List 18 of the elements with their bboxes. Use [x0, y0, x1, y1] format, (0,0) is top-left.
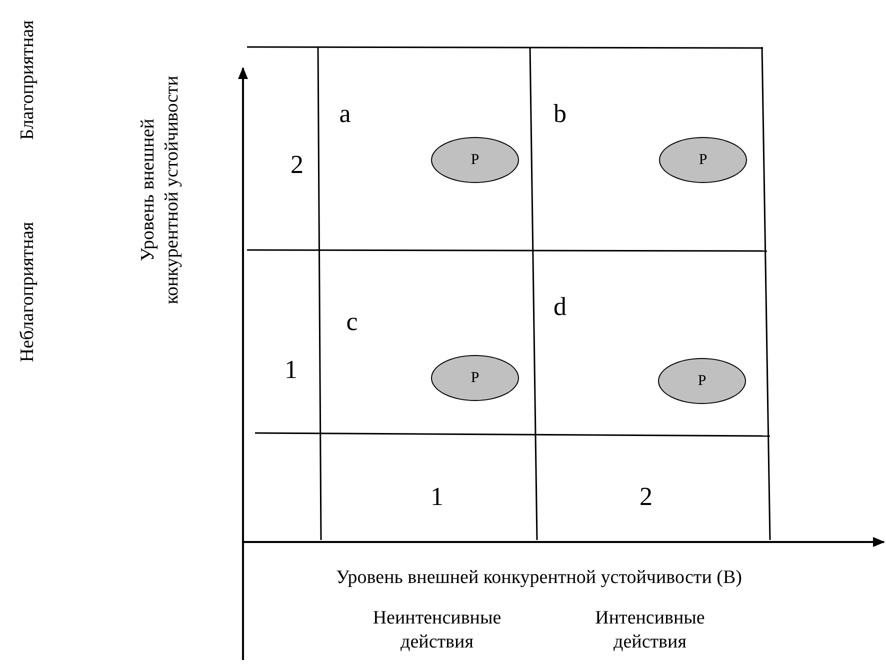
axis-title: Благоприятная: [16, 19, 40, 142]
axis-title: Уровень внешней конкурентной устойчивости: [136, 74, 183, 306]
axis-title: Неблагоприятная: [16, 220, 40, 364]
cell-label: d: [552, 290, 568, 323]
ellipse: Р: [431, 137, 519, 183]
cell-label: 2: [290, 148, 304, 181]
cell-label: c: [345, 306, 359, 338]
ellipse: Р: [659, 137, 747, 183]
cell-label: 2: [638, 480, 654, 513]
cell-label: 1: [284, 354, 298, 386]
axis-label: Интенсивные действия: [594, 606, 706, 654]
cell-label: a: [338, 98, 352, 130]
ellipse: Р: [658, 358, 746, 404]
cell-label: 1: [430, 480, 444, 513]
ellipse: Р: [431, 355, 519, 401]
cell-label: b: [552, 98, 568, 130]
axis-label: Уровень внешней конкурентной устойчивости (В): [335, 566, 743, 590]
axis-label: Неинтенсивные действия: [372, 606, 502, 654]
